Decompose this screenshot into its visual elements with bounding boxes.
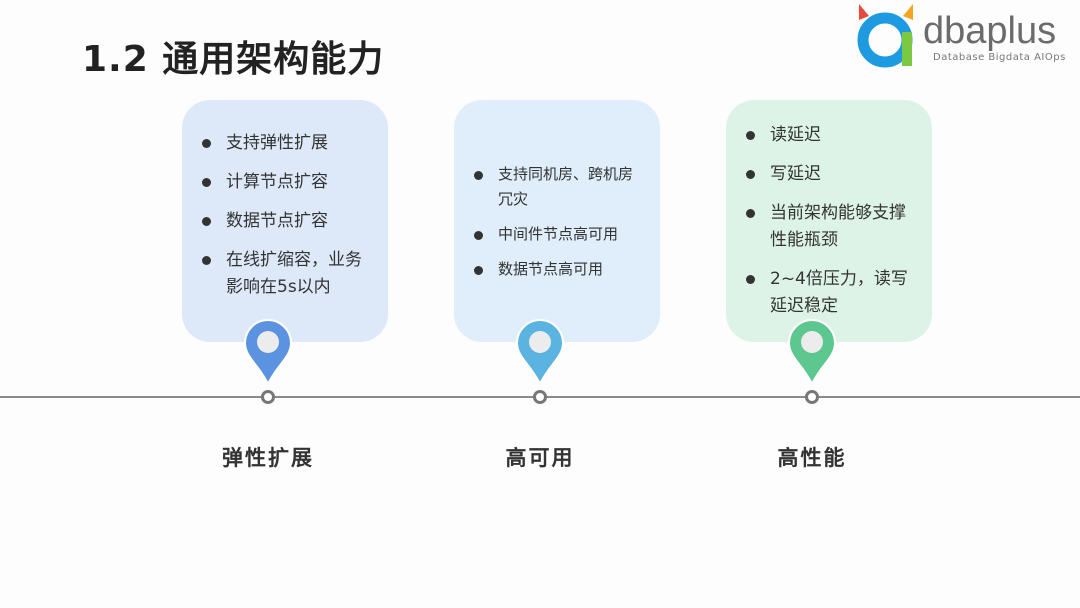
list-item: 计算节点扩容	[200, 169, 372, 196]
map-pin-icon	[515, 318, 565, 386]
list-item: 在线扩缩容，业务影响在5s以内	[200, 247, 372, 301]
card-ha: 支持同机房、跨机房冗灾 中间件节点高可用 数据节点高可用	[454, 100, 660, 342]
list-item: 支持同机房、跨机房冗灾	[472, 162, 644, 212]
label-ha: 高可用	[505, 446, 575, 470]
list-item: 支持弹性扩展	[200, 130, 372, 157]
list-item: 中间件节点高可用	[472, 222, 644, 247]
map-pin-icon	[243, 318, 293, 386]
list-item: 读延迟	[744, 122, 916, 149]
dbaplus-logo: dbaplus Database Bigdata AIOps	[855, 2, 1075, 72]
card-elastic: 支持弹性扩展 计算节点扩容 数据节点扩容 在线扩缩容，业务影响在5s以内	[182, 100, 388, 342]
list-item: 当前架构能够支撑性能瓶颈	[744, 200, 916, 254]
timeline-dot	[805, 390, 819, 404]
page-title: 1.2 通用架构能力	[82, 39, 385, 80]
label-elastic: 弹性扩展	[222, 446, 314, 470]
list-item: 2~4倍压力，读写延迟稳定	[744, 266, 916, 320]
label-performance: 高性能	[777, 446, 847, 470]
timeline-dot	[261, 390, 275, 404]
timeline-dot	[533, 390, 547, 404]
logo-word: dbaplus	[923, 10, 1057, 52]
list-item: 写延迟	[744, 161, 916, 188]
map-pin-icon	[787, 318, 837, 386]
card-performance: 读延迟 写延迟 当前架构能够支撑性能瓶颈 2~4倍压力，读写延迟稳定	[726, 100, 932, 342]
logo-icon	[857, 4, 913, 68]
list-item: 数据节点扩容	[200, 208, 372, 235]
list-item: 数据节点高可用	[472, 257, 644, 282]
logo-tagline: Database Bigdata AIOps	[933, 52, 1066, 63]
